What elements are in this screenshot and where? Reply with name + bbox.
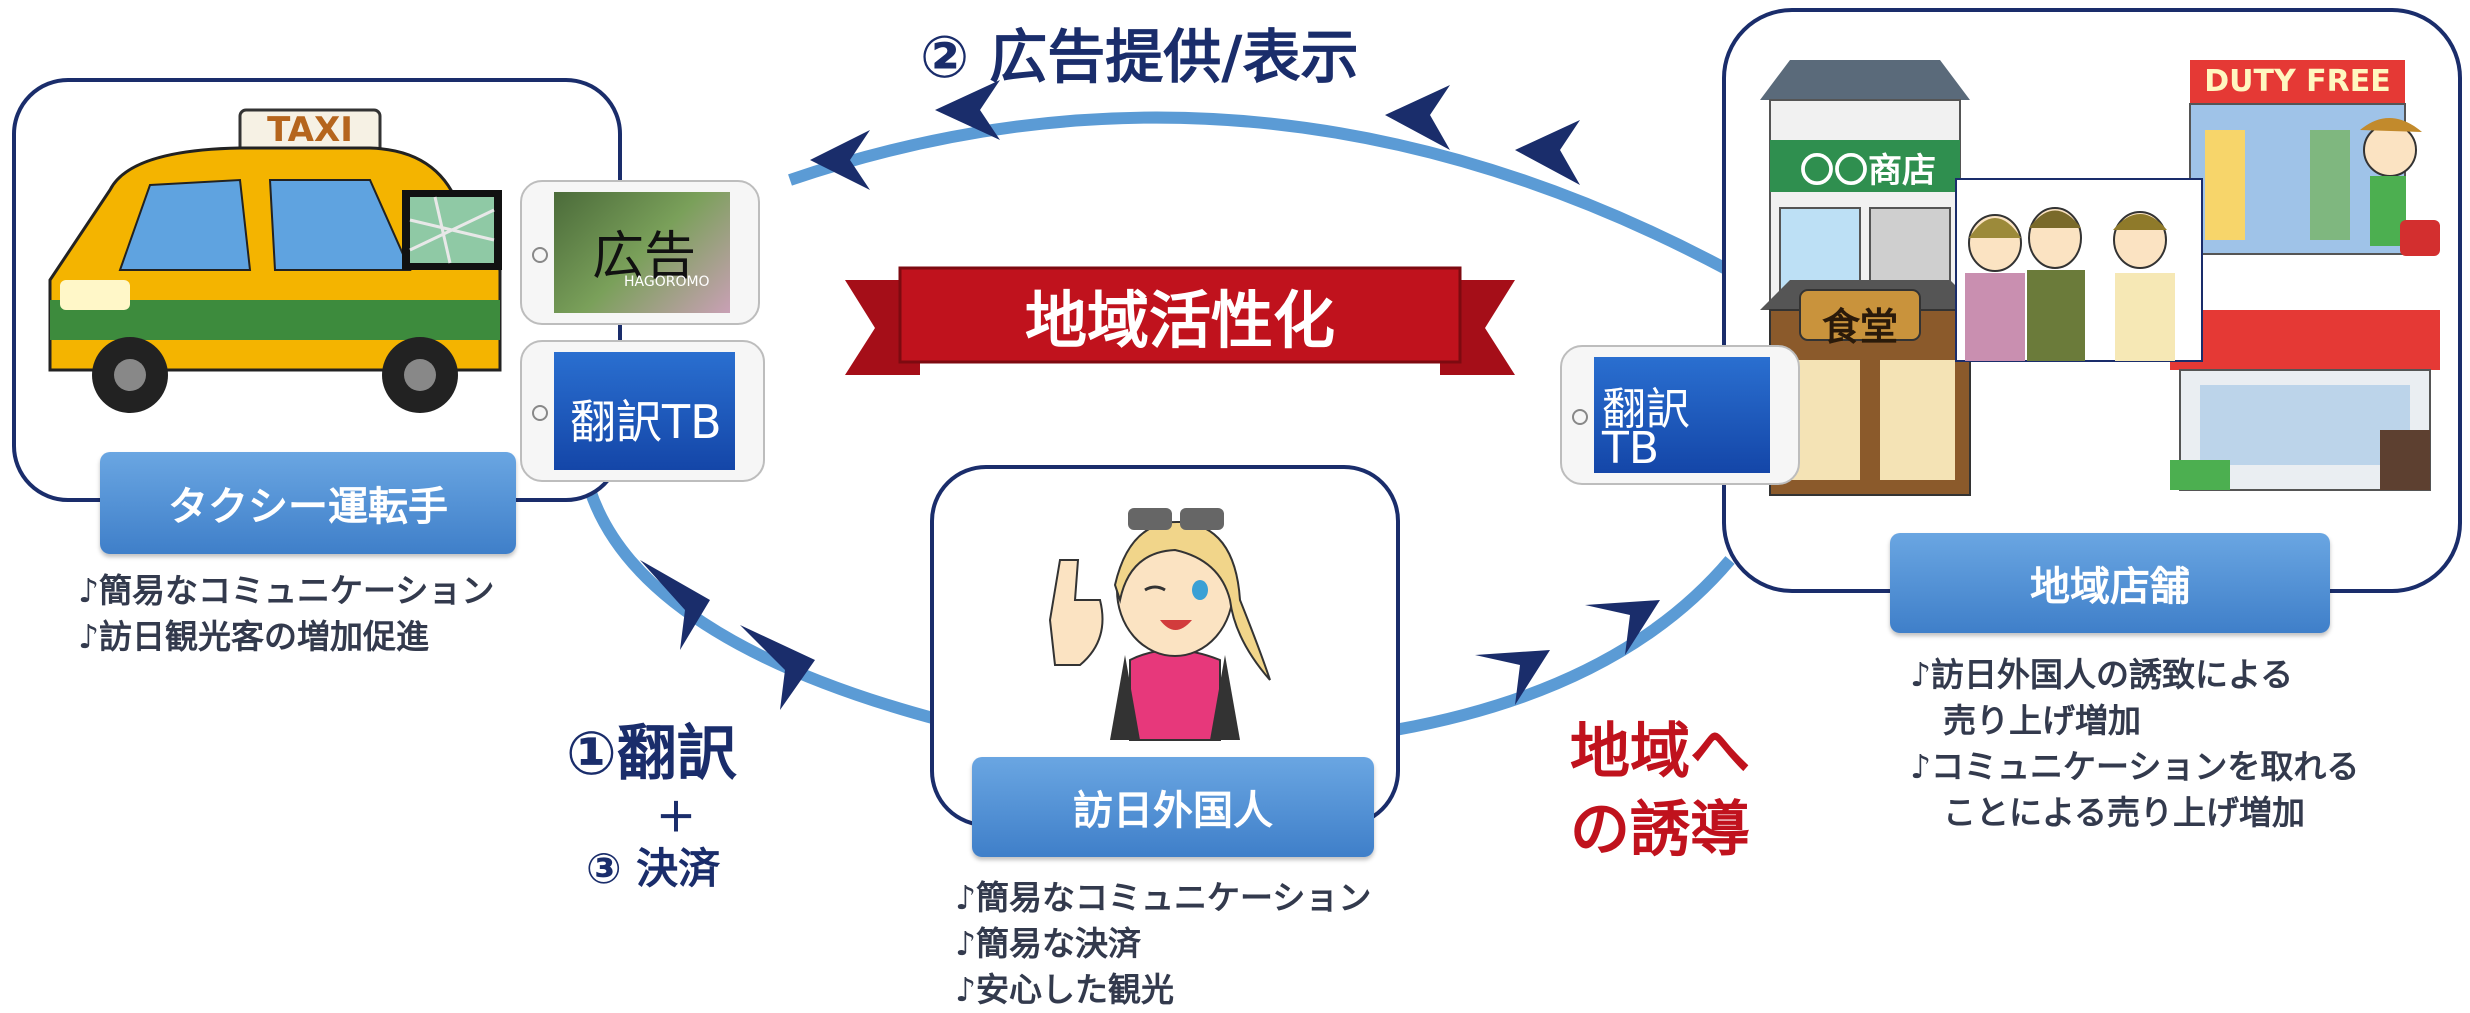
translation-screen: 翻訳TB: [554, 352, 735, 470]
tourist-illustration: [1048, 508, 1271, 741]
local-stores-label: 地域店舗: [1890, 533, 2330, 633]
tourists-group-illustration: [1955, 178, 2203, 362]
translation-phone-left: 翻訳TB: [520, 340, 765, 482]
duty-free-sign: DUTY FREE: [2204, 64, 2391, 99]
home-button-icon: [1572, 409, 1588, 425]
chevron-left-icon: [1385, 85, 1450, 150]
list-item: ♪コミュニケーションを取れる: [1910, 747, 2360, 786]
list-item: ことによる売り上げ増加: [1910, 793, 2306, 832]
list-item: ♪訪日観光客の増加促進: [78, 617, 430, 656]
translation-phone-right: 翻訳 TB: [1560, 345, 1800, 485]
chevron-right-icon: [1585, 600, 1660, 655]
home-button-icon: [532, 246, 548, 263]
taxi-sign-text: TAXI: [267, 110, 353, 150]
list-item: ♪安心した観光: [955, 970, 1175, 1009]
guide-to-region-line1: 地域へ: [1570, 717, 1750, 787]
banner-ribbon: [845, 266, 1515, 375]
chevron-left-icon: [1515, 120, 1580, 185]
step-plus: ＋: [656, 795, 696, 841]
bottom-left-arc: [584, 488, 942, 726]
taxi-illustration: [48, 108, 502, 413]
stores-benefits: ♪訪日外国人の誘致による 売り上げ増加 ♪コミュニケーションを取れる ことによる…: [1910, 652, 2359, 836]
shop-sign: 〇〇商店: [1800, 151, 1936, 191]
guide-to-region-line2: の誘導: [1570, 795, 1750, 865]
tourist-label: 訪日外国人: [972, 757, 1374, 857]
chevron-left-icon: [810, 130, 870, 190]
chevron-right-icon: [640, 560, 710, 650]
list-item: ♪簡易なコミュニケーション: [955, 878, 1372, 917]
translation-text-line2: TB: [1602, 423, 1660, 473]
ad-phone: 広告 HAGOROMO: [520, 180, 760, 325]
translation-text-line1: 翻訳: [1602, 384, 1690, 435]
ad-screen: 広告 HAGOROMO: [554, 192, 730, 313]
home-button-icon: [532, 405, 548, 421]
list-item: ♪簡易な決済: [955, 924, 1142, 963]
banner-text: 地域活性化: [1024, 284, 1335, 357]
list-item: ♪訪日外国人の誘致による: [1910, 655, 2294, 694]
top-arc: [788, 111, 1731, 276]
list-item: 売り上げ増加: [1910, 701, 2141, 740]
stores-illustration: [1760, 60, 2440, 496]
ad-text: 広告: [592, 227, 697, 287]
tourist-benefits: ♪簡易なコミュニケーション ♪簡易な決済 ♪安心した観光: [955, 875, 1371, 1013]
taxi-driver-label: タクシー運転手: [100, 452, 516, 554]
diagram-title: ② 広告提供/表示: [920, 23, 1359, 91]
step-payment: ③ 決済: [586, 844, 721, 893]
translation-screen: 翻訳 TB: [1594, 357, 1770, 473]
bottom-right-arc: [1393, 556, 1735, 736]
chevron-right-icon: [1475, 650, 1550, 705]
translation-text: 翻訳TB: [570, 395, 722, 449]
list-item: ♪簡易なコミュニケーション: [78, 571, 495, 610]
step-translation: ①翻訳: [566, 719, 737, 789]
taxi-benefits: ♪簡易なコミュニケーション ♪訪日観光客の増加促進: [78, 568, 494, 660]
chevron-left-icon: [935, 80, 1000, 140]
restaurant-sign: 食堂: [1821, 305, 1898, 349]
chevron-right-icon: [740, 625, 815, 710]
ad-subtext: HAGOROMO: [624, 274, 710, 290]
